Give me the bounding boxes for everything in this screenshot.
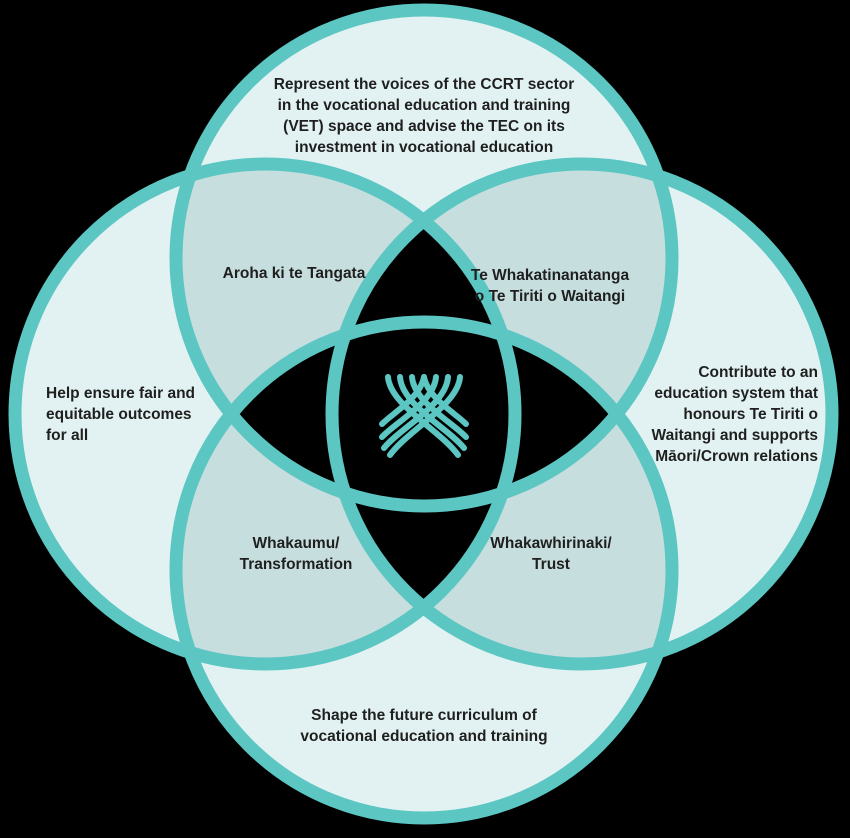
ring-top [169, 3, 679, 513]
left-circle-text: Help ensure fair and equitable outcomes … [46, 385, 196, 444]
overlap-top-right-text: Te Whakatinanatanga o Te Tiriti o Waitan… [470, 267, 630, 305]
woven-strands-icon [379, 374, 469, 458]
bottom-circle-text: Shape the future curriculum of vocationa… [300, 707, 548, 745]
ring-left [8, 157, 522, 671]
ring-bottom [169, 315, 679, 825]
top-circle-text: Represent the voices of the CCRT sector … [273, 76, 575, 156]
right-circle-text: Contribute to an education system that h… [651, 364, 818, 465]
lens-left-right [332, 164, 515, 664]
circle-rings [8, 3, 839, 825]
overlap-bottom-left-text: Whakaumu/ Transformation [239, 535, 353, 573]
ring-right [325, 157, 839, 671]
overlap-bottom-right-text: Whakawhirinaki/ Trust [490, 535, 612, 573]
lens-top-bottom [176, 322, 672, 506]
center-lens-fills [176, 164, 672, 664]
overlap-top-left-text: Aroha ki te Tangata [222, 265, 366, 282]
